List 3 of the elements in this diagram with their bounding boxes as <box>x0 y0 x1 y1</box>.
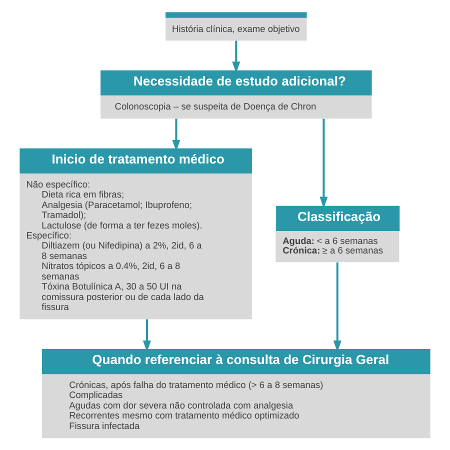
arrow <box>172 118 180 152</box>
arrow <box>320 118 328 208</box>
arrow <box>232 40 240 74</box>
